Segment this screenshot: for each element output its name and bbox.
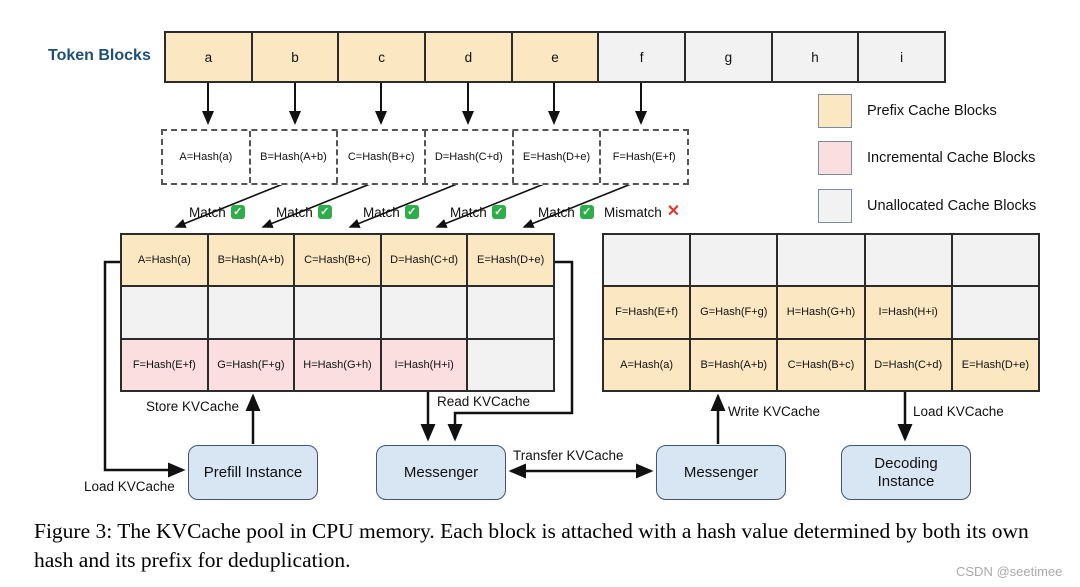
hash-computation-row: A=Hash(a) B=Hash(A+b) C=Hash(B+c) D=Hash… bbox=[161, 129, 689, 185]
token-block-c: c bbox=[338, 32, 425, 82]
kvcache-pool-left: A=Hash(a) B=Hash(A+b) C=Hash(B+c) D=Hash… bbox=[120, 233, 555, 392]
watermark: CSDN @seetimee bbox=[956, 564, 1063, 579]
cache-block: F=Hash(E+f) bbox=[603, 286, 691, 339]
cache-block: F=Hash(E+f) bbox=[121, 338, 208, 391]
cache-block: D=Hash(C+d) bbox=[864, 338, 952, 391]
incremental-swatch-icon bbox=[818, 141, 852, 175]
cache-block: E=Hash(D+e) bbox=[951, 338, 1039, 391]
unallocated-swatch-icon bbox=[818, 189, 852, 223]
hash-cell: B=Hash(A+b) bbox=[251, 131, 339, 183]
hash-cell: C=Hash(B+c) bbox=[338, 131, 427, 183]
match-label-2: Match ✓ bbox=[276, 202, 332, 222]
mismatch-label: Mismatch ✕ bbox=[604, 203, 681, 220]
messenger-left-box: Messenger bbox=[376, 445, 506, 500]
cache-block: B=Hash(A+b) bbox=[207, 234, 295, 287]
cache-block-empty bbox=[777, 234, 865, 287]
mismatch-x-icon: ✕ bbox=[666, 203, 681, 220]
token-block-e: e bbox=[511, 32, 599, 82]
load-kvcache-right-label: Load KVCache bbox=[913, 404, 1004, 419]
match-label-4: Match ✓ bbox=[450, 202, 506, 222]
store-kvcache-label: Store KVCache bbox=[146, 399, 240, 414]
match-label-3: Match ✓ bbox=[363, 202, 419, 222]
kvcache-pool-right: F=Hash(E+f) G=Hash(F+g) H=Hash(G+h) I=Ha… bbox=[602, 233, 1040, 392]
cache-block: G=Hash(F+g) bbox=[690, 286, 778, 339]
cache-block-empty bbox=[467, 338, 554, 391]
cache-block: D=Hash(C+d) bbox=[380, 234, 468, 287]
match-check-icon: ✓ bbox=[317, 205, 332, 219]
cache-block: C=Hash(B+c) bbox=[294, 234, 381, 287]
transfer-kvcache-label: Transfer KVCache bbox=[513, 448, 624, 463]
cache-block-empty bbox=[864, 234, 952, 287]
cache-block-empty bbox=[603, 234, 691, 287]
cache-block: A=Hash(a) bbox=[603, 338, 691, 391]
hash-cell: A=Hash(a) bbox=[163, 131, 251, 183]
cache-block-empty bbox=[951, 234, 1039, 287]
cache-block: H=Hash(G+h) bbox=[777, 286, 865, 339]
cache-block: B=Hash(A+b) bbox=[690, 338, 778, 391]
token-block-f: f bbox=[598, 32, 685, 82]
read-kvcache-label: Read KVCache bbox=[437, 394, 531, 409]
match-label-1: Match ✓ bbox=[189, 202, 245, 222]
token-block-b: b bbox=[251, 32, 339, 82]
cache-block: I=Hash(H+i) bbox=[380, 338, 468, 391]
hash-cell: D=Hash(C+d) bbox=[426, 131, 514, 183]
cache-block: H=Hash(G+h) bbox=[294, 338, 381, 391]
token-blocks-row: a b c d e f g h i bbox=[164, 31, 946, 83]
prefill-instance-box: Prefill Instance bbox=[188, 445, 318, 500]
match-label-5: Match ✓ bbox=[538, 202, 594, 222]
token-block-a: a bbox=[165, 32, 252, 82]
token-block-d: d bbox=[424, 32, 512, 82]
prefix-swatch-icon bbox=[818, 94, 852, 128]
cache-block-empty bbox=[690, 234, 778, 287]
cache-block: I=Hash(H+i) bbox=[864, 286, 952, 339]
load-kvcache-left-label: Load KVCache bbox=[84, 479, 175, 494]
legend-item-incremental: Incremental Cache Blocks bbox=[818, 141, 1035, 175]
cache-block: C=Hash(B+c) bbox=[777, 338, 865, 391]
token-blocks-title: Token Blocks bbox=[48, 47, 151, 64]
legend-item-prefix: Prefix Cache Blocks bbox=[818, 94, 997, 128]
legend-item-unallocated: Unallocated Cache Blocks bbox=[818, 189, 1036, 223]
token-block-i: i bbox=[858, 32, 945, 82]
cache-block-empty bbox=[121, 286, 208, 339]
decoding-instance-box: Decoding Instance bbox=[841, 445, 971, 500]
cache-block-empty bbox=[467, 286, 554, 339]
cache-block-empty bbox=[380, 286, 468, 339]
cache-block-empty bbox=[951, 286, 1039, 339]
match-check-icon: ✓ bbox=[404, 205, 419, 219]
cache-block-empty bbox=[207, 286, 295, 339]
token-block-g: g bbox=[684, 32, 772, 82]
cache-block: G=Hash(F+g) bbox=[207, 338, 295, 391]
token-block-h: h bbox=[771, 32, 859, 82]
match-check-icon: ✓ bbox=[230, 205, 245, 219]
write-kvcache-label: Write KVCache bbox=[728, 404, 821, 419]
match-check-icon: ✓ bbox=[491, 205, 506, 219]
match-check-icon: ✓ bbox=[579, 205, 594, 219]
hash-cell: F=Hash(E+f) bbox=[612, 151, 676, 163]
cache-block: E=Hash(D+e) bbox=[467, 234, 554, 287]
messenger-right-box: Messenger bbox=[656, 445, 786, 500]
cache-block-empty bbox=[294, 286, 381, 339]
figure-caption: Figure 3: The KVCache pool in CPU memory… bbox=[34, 519, 1029, 572]
cache-block: A=Hash(a) bbox=[121, 234, 208, 287]
hash-cell: E=Hash(D+e) bbox=[514, 131, 602, 183]
